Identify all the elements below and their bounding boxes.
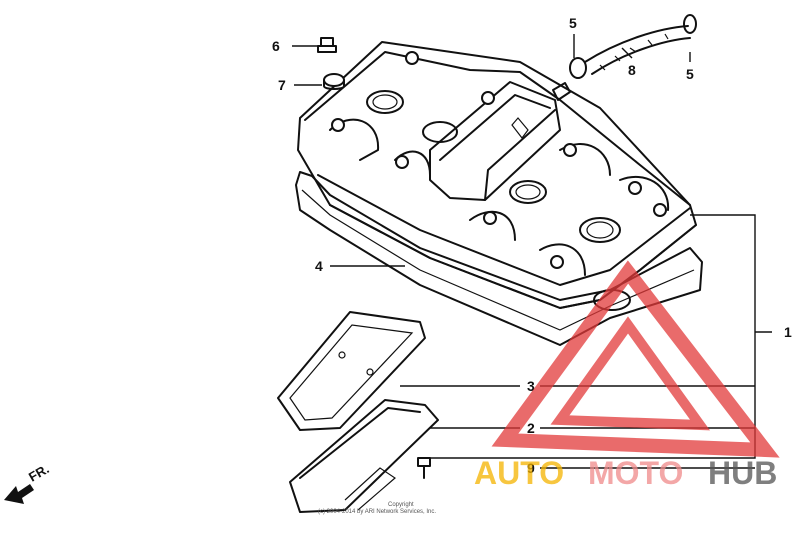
callout-3: 3 [527,378,535,394]
tube-clip-right [683,14,697,34]
callout-5b: 5 [686,66,694,82]
callout-9: 9 [527,460,535,476]
callout-5a: 5 [569,15,577,31]
cylinder-head-cover [297,41,697,309]
grommet [323,73,345,90]
watermark-auto: AUTO [474,455,564,491]
watermark-logo: AUTO MOTO HUB [474,260,780,491]
callout-6: 6 [272,38,280,54]
tube-clip-left [569,57,587,79]
copyright-line-1: Copyright [388,502,414,508]
callout-8: 8 [628,62,636,78]
front-direction-label: FR. [26,461,52,484]
callout-7: 7 [278,77,286,93]
callout-1: 1 [784,324,792,340]
watermark-hub: HUB [708,455,777,491]
bolt [417,457,431,479]
callout-4: 4 [315,258,323,274]
breather-cover [289,399,439,513]
breather-gasket [277,311,426,431]
copyright-line-2: (c) 2004-2014 by ARI Network Services, I… [318,509,436,515]
front-arrow-icon: FR. [4,461,52,504]
callout-2: 2 [527,420,535,436]
cap-bolt [317,37,337,53]
watermark-moto: MOTO [588,455,683,491]
breather-tube [584,25,691,75]
leader-lines [292,34,772,469]
